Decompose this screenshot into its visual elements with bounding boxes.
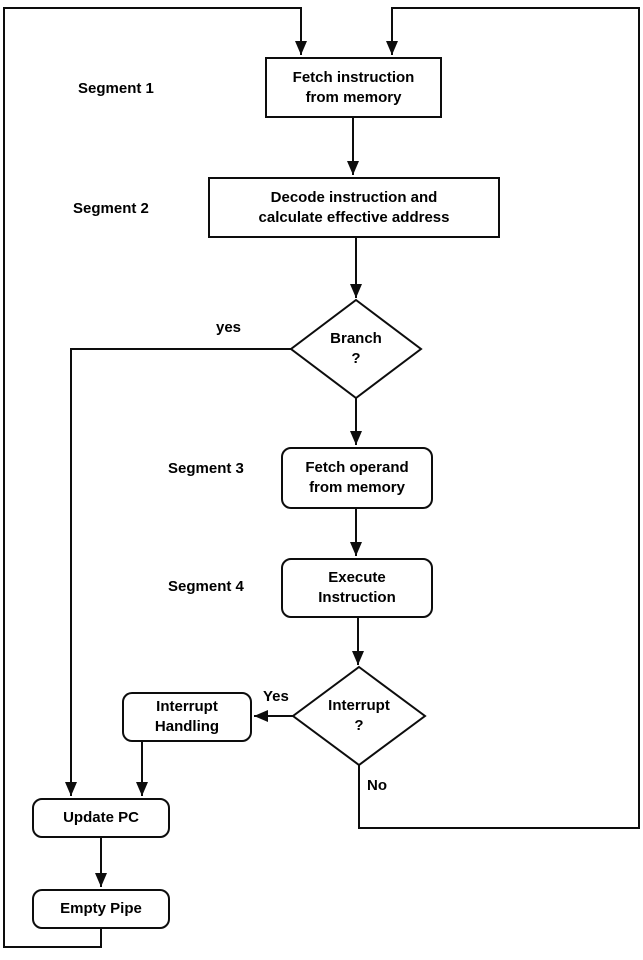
interrupt-handling-line2: Handling [154,718,220,735]
fetch-operand-box: Fetch operand from memory [281,447,433,509]
fetch-instruction-line2: from memory [305,88,402,106]
interrupt-line1: Interrupt [328,697,390,714]
decode-line2: calculate effective address [258,208,450,226]
segment-4-label: Segment 4 [168,578,244,595]
update-pc-label: Update PC [63,809,139,826]
execute-line1: Execute [328,569,386,586]
segment-1-label: Segment 1 [78,80,154,97]
decode-box: Decode instruction and calculate effecti… [208,177,500,238]
fetch-instruction-line1: Fetch instruction [292,68,415,86]
empty-pipe-label: Empty Pipe [60,900,142,917]
branch-line1: Branch [330,330,382,347]
segment-3-label: Segment 3 [168,460,244,477]
decode-line1: Decode instruction and [270,188,438,206]
branch-decision-diamond [289,298,423,400]
edge-interrupt-no-loop-to-fetch [358,7,640,829]
edge-branch-yes-to-updatepc [65,348,291,796]
branch-line2: ? [351,350,361,367]
fetch-instruction-box: Fetch instruction from memory [265,57,442,118]
branch-decision-label: Branch ? [306,319,406,379]
interrupt-line2: ? [354,717,364,734]
interrupt-no-label: No [367,777,387,794]
interrupt-decision-label: Interrupt ? [309,686,409,746]
interrupt-decision-diamond [291,665,427,767]
update-pc-box: Update PC [32,798,170,838]
segment-2-label: Segment 2 [73,200,149,217]
interrupt-handling-box: Interrupt Handling [122,692,252,742]
fetch-operand-line1: Fetch operand [305,459,409,476]
execute-line2: Instruction [318,589,396,606]
interrupt-yes-label: Yes [263,688,289,705]
execute-instruction-box: Execute Instruction [281,558,433,618]
edge-emptypipe-loop-to-fetch [3,7,307,948]
interrupt-handling-line1: Interrupt [156,698,218,715]
branch-yes-label: yes [216,319,242,336]
fetch-operand-line2: from memory [309,479,405,496]
empty-pipe-box: Empty Pipe [32,889,170,929]
